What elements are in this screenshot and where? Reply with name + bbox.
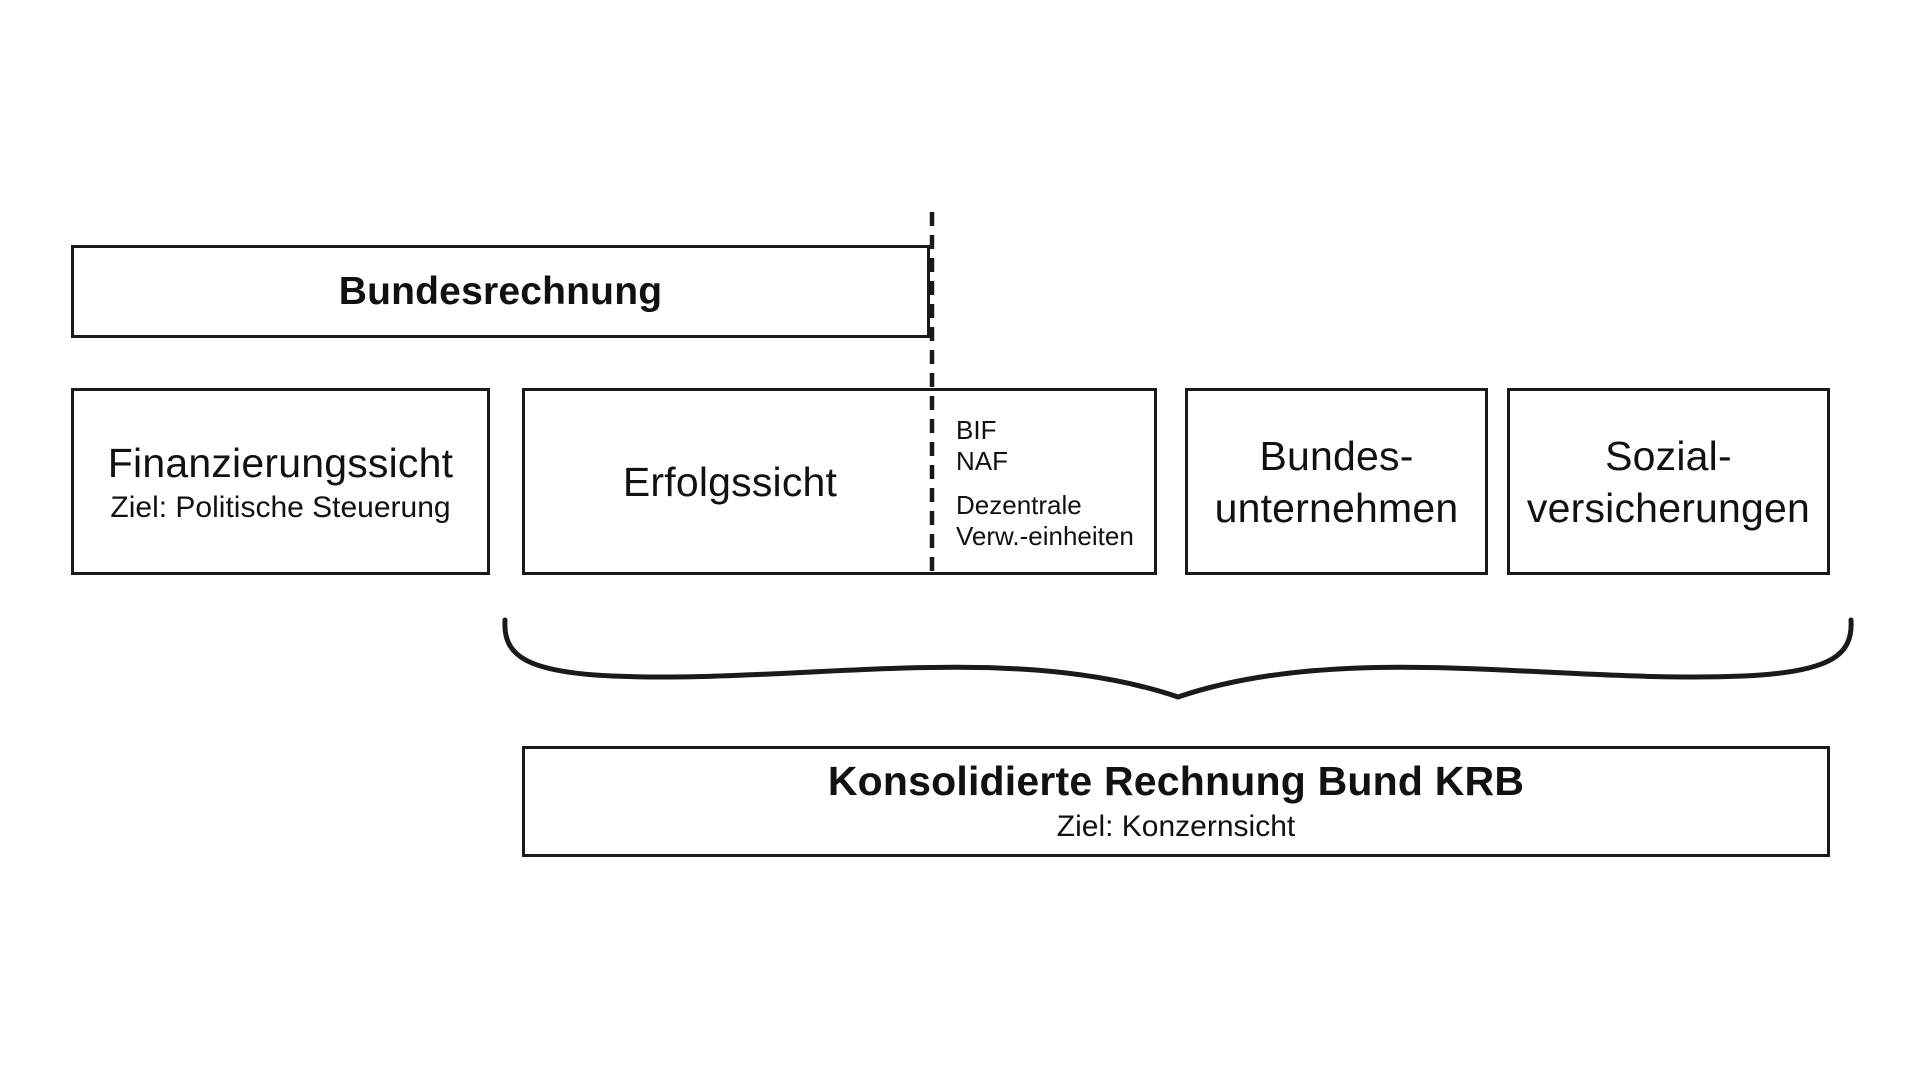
krb-title: Konsolidierte Rechnung Bund KRB xyxy=(827,757,1525,804)
bundesunternehmen-title-line2: unternehmen xyxy=(1214,484,1459,531)
finanzierungssicht-title: Finanzierungssicht xyxy=(107,439,454,486)
krb-box: Konsolidierte Rechnung Bund KRB Ziel: Ko… xyxy=(522,746,1830,857)
bif-naf-annotation: BIF NAF Dezentrale Verw.-einheiten xyxy=(956,415,1134,552)
erfolgssicht-title: Erfolgssicht xyxy=(622,458,838,505)
bundesunternehmen-title-line1: Bundes- xyxy=(1259,432,1414,479)
annotation-line-verw-einheiten: Verw.-einheiten xyxy=(956,521,1134,551)
finanzierungssicht-box: Finanzierungssicht Ziel: Politische Steu… xyxy=(71,388,490,575)
sozialversicherungen-title-line1: Sozial- xyxy=(1605,432,1732,479)
annotation-gap xyxy=(956,477,1134,490)
sozialversicherungen-title-line2: versicherungen xyxy=(1526,484,1811,531)
finanzierungssicht-subtitle: Ziel: Politische Steuerung xyxy=(110,490,451,524)
bundesunternehmen-box: Bundes- unternehmen xyxy=(1185,388,1488,575)
annotation-line-naf: NAF xyxy=(956,446,1008,476)
erfolgssicht-title-wrap: Erfolgssicht xyxy=(525,391,935,572)
krb-subtitle: Ziel: Konzernsicht xyxy=(1056,809,1296,843)
erfolgssicht-box: Erfolgssicht BIF NAF Dezentrale Verw.-ei… xyxy=(522,388,1157,575)
bundesrechnung-title: Bundesrechnung xyxy=(338,269,663,313)
sozialversicherungen-box: Sozial- versicherungen xyxy=(1507,388,1830,575)
annotation-line-dezentrale: Dezentrale xyxy=(956,490,1082,520)
bundesrechnung-box: Bundesrechnung xyxy=(71,245,930,338)
annotation-line-bif: BIF xyxy=(956,415,997,445)
curly-brace xyxy=(502,617,1854,700)
